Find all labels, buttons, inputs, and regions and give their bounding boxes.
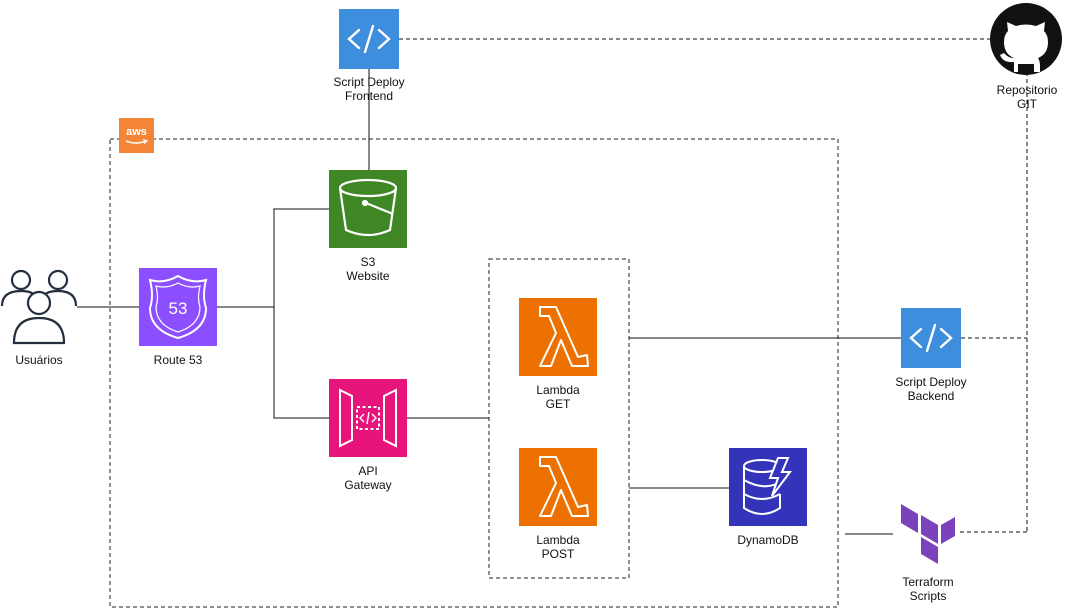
repo-connectors [399, 38, 1028, 533]
s3-bucket-icon [338, 178, 398, 237]
deploy-frontend-node [339, 9, 399, 69]
lambda-icon [539, 306, 589, 367]
aws-logo: aws [119, 118, 154, 153]
deploy-backend-label: Script Deploy Backend [895, 375, 967, 403]
github-icon [990, 3, 1062, 75]
lambda-get-label: Lambda GET [536, 383, 580, 411]
dynamodb-label: DynamoDB [737, 533, 799, 547]
route53-badge: 53 [169, 299, 188, 318]
s3-label: S3 Website [346, 255, 390, 283]
deploy-frontend-label: Script Deploy Frontend [333, 75, 405, 103]
aws-logo-text: aws [126, 126, 147, 138]
code-icon [909, 323, 953, 353]
api-gateway-label: API Gateway [344, 464, 392, 492]
route53-label: Route 53 [153, 353, 203, 367]
code-icon [347, 24, 391, 54]
route53-icon [148, 274, 208, 340]
lambda-post-label: Lambda POST [536, 533, 580, 561]
dynamodb-icon [743, 457, 792, 515]
lambda-post-node [519, 448, 597, 526]
edge-branch-s3 [273, 208, 329, 307]
users-icon [0, 269, 78, 345]
api-gateway-node [329, 379, 407, 457]
route53-node: 53 [139, 268, 217, 346]
lambda-get-node [519, 298, 597, 376]
users-label: Usuários [15, 353, 63, 367]
lambda-icon [539, 456, 589, 517]
api-gateway-icon [339, 388, 397, 448]
edge-branch-apigw [273, 307, 329, 419]
dynamodb-node [729, 448, 807, 526]
deploy-backend-node [901, 308, 961, 368]
terraform-icon [901, 504, 955, 564]
terraform-label: Terraform Scripts [902, 575, 954, 603]
aws-cloud-boundary [109, 138, 839, 608]
repo-label: Repositorio GIT [996, 83, 1058, 111]
s3-node [329, 170, 407, 248]
connectors [77, 69, 901, 535]
